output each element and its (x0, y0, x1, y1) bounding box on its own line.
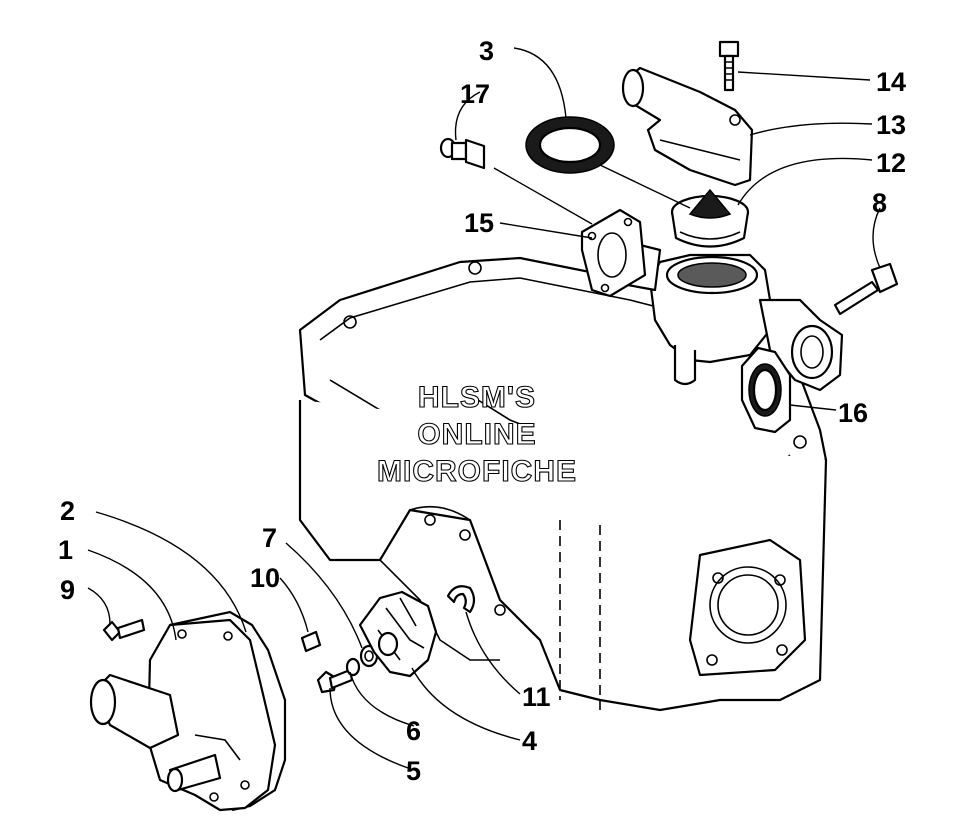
callout-labels: 3 17 14 13 12 8 15 16 2 1 9 7 10 11 6 4 … (58, 36, 906, 786)
flange-gasket-15 (580, 208, 647, 298)
plug-10 (300, 630, 322, 653)
watermark-line-3: MICROFICHE (377, 455, 577, 488)
bolt-9 (102, 618, 146, 642)
outlet-elbow-13 (621, 66, 754, 187)
watermark-line-2: ONLINE (417, 418, 536, 451)
pump-cover-1 (89, 618, 277, 812)
bolt-5 (316, 668, 354, 694)
bolt-8 (833, 262, 899, 316)
callout-11: 11 (522, 682, 551, 712)
callout-13: 13 (876, 110, 906, 140)
callout-10: 10 (250, 563, 280, 593)
callout-7: 7 (262, 523, 277, 553)
callout-1: 1 (58, 535, 73, 565)
callout-3: 3 (479, 36, 494, 66)
leader-lines (87, 47, 881, 769)
gasket-16 (740, 346, 792, 434)
callout-9: 9 (60, 575, 75, 605)
bolt-14 (718, 40, 740, 92)
callout-6: 6 (406, 716, 421, 746)
callout-5: 5 (406, 756, 421, 786)
watermark-line-1: HLSM'S (418, 381, 536, 414)
fitting-17 (439, 137, 486, 170)
thermostat-12 (670, 188, 750, 248)
callout-8: 8 (872, 188, 887, 218)
callout-17: 17 (460, 79, 490, 109)
callout-15: 15 (464, 208, 494, 238)
callout-12: 12 (876, 148, 906, 178)
clip-11 (446, 585, 476, 614)
callout-2: 2 (60, 496, 75, 526)
washer-6 (345, 657, 361, 677)
gasket-ring-3 (525, 116, 615, 174)
callout-16: 16 (838, 398, 868, 428)
callout-4: 4 (522, 726, 537, 756)
pump-gasket-2 (169, 610, 287, 812)
callout-14: 14 (876, 67, 906, 97)
impeller-4 (358, 590, 438, 678)
watermark: HLSM'S ONLINE MICROFICHE (376, 380, 577, 488)
